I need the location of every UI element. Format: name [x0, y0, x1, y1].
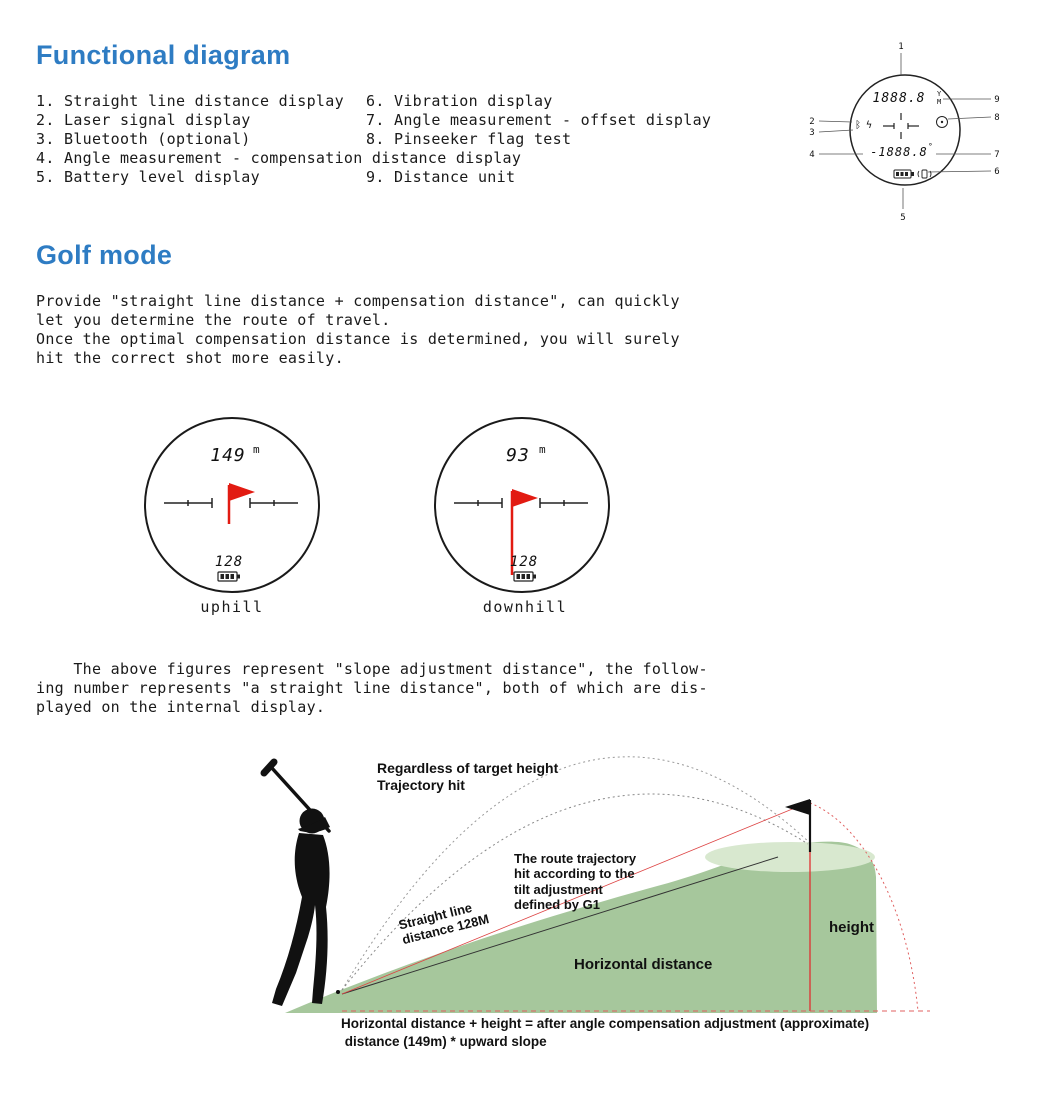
pinseeker-icon — [936, 116, 948, 128]
callout-numbers: 1 2 3 4 5 6 7 8 9 — [809, 42, 999, 223]
callout-2: 2 — [809, 117, 814, 127]
figures-note: The above figures represent "slope adjus… — [36, 660, 708, 716]
horizontal-distance-label: Horizontal distance — [574, 956, 713, 973]
scope-distance-value: 93 — [506, 445, 530, 466]
battery-icon — [893, 169, 914, 179]
flag-icon — [227, 483, 255, 524]
golf-intro-paragraph: Provide "straight line distance + compen… — [36, 292, 680, 367]
trajectory-arc-high — [341, 756, 811, 991]
feature-row: 5. Battery level display 9. Distance uni… — [36, 168, 711, 187]
callout-4: 4 — [809, 150, 814, 160]
unit-meter: M — [937, 98, 941, 106]
unit-yard: Y — [937, 90, 942, 98]
feature-item-9: 9. Distance unit — [366, 168, 516, 186]
target-flag-icon — [785, 799, 812, 852]
feature-item-5: 5. Battery level display — [36, 168, 260, 186]
scope-downhill: 93 m 128 — [434, 417, 610, 593]
feature-item-7: 7. Angle measurement - offset display — [366, 111, 712, 129]
hill — [285, 841, 877, 1013]
display-angle-value: -1888.8 — [870, 145, 928, 159]
feature-row: 2. Laser signal display 7. Angle measure… — [36, 111, 711, 130]
reticle — [164, 498, 298, 508]
golfer-silhouette — [260, 758, 340, 1006]
flag-icon — [510, 489, 538, 575]
callout-1: 1 — [898, 42, 903, 52]
feature-item-2: 2. Laser signal display — [36, 111, 251, 129]
battery-icon — [217, 571, 240, 582]
callout-7: 7 — [994, 150, 999, 160]
degree-mark: ° — [928, 142, 933, 151]
golf-mode-title: Golf mode — [36, 240, 173, 270]
scope-distance-value: 149 — [210, 445, 246, 466]
feature-item-8: 8. Pinseeker flag test — [366, 130, 572, 148]
illustration-caption: Horizontal distance + height = after ang… — [341, 1016, 870, 1050]
vibration-icon — [917, 169, 932, 179]
callout-9: 9 — [994, 95, 999, 105]
scope-straight-value: 128 — [510, 554, 538, 570]
feature-list: 1. Straight line distance display 6. Vib… — [36, 92, 711, 187]
callout-3: 3 — [809, 128, 814, 138]
feature-row: 4. Angle measurement - compensation dist… — [36, 149, 711, 168]
straight-distance-line — [341, 856, 779, 995]
golf-illustration — [260, 756, 930, 1013]
route-trajectory-label: The route trajectory hit according to th… — [514, 851, 637, 912]
bluetooth-icon: ᛒ — [855, 120, 861, 131]
feature-item-3: 3. Bluetooth (optional) — [36, 130, 251, 148]
reticle — [454, 498, 588, 508]
display-distance-value: 1888.8 — [873, 91, 926, 106]
callout-6: 6 — [994, 167, 999, 177]
callout-lines — [818, 53, 992, 209]
slope-distance-line — [341, 802, 808, 995]
feature-item-4: 4. Angle measurement - compensation dist… — [36, 149, 522, 167]
uphill-label: uphill — [200, 598, 264, 616]
callout-8: 8 — [994, 113, 999, 123]
feature-item-6: 6. Vibration display — [366, 92, 553, 110]
rangefinder-display-diagram: 1 2 3 4 5 6 7 8 9 1888.8 Y M ᛒ ϟ -1888.8… — [809, 42, 999, 223]
functional-diagram-title: Functional diagram — [36, 40, 291, 70]
feature-row: 1. Straight line distance display 6. Vib… — [36, 92, 711, 111]
trajectory-arc-g1 — [341, 793, 809, 991]
putting-green — [705, 842, 875, 872]
height-label: height — [829, 919, 874, 936]
feature-item-1: 1. Straight line distance display — [36, 92, 344, 110]
callout-5: 5 — [900, 213, 905, 223]
scope-straight-value: 128 — [215, 554, 243, 570]
scope-circle — [434, 417, 610, 593]
downhill-label: downhill — [482, 598, 568, 616]
reticle-icon — [883, 113, 919, 139]
laser-icon: ϟ — [866, 120, 872, 131]
regardless-label: Regardless of target height Trajectory h… — [377, 760, 559, 793]
scope-distance-unit: m — [253, 443, 260, 456]
scope-uphill: 149 m 128 — [144, 417, 320, 593]
battery-icon — [513, 571, 536, 582]
scope-distance-unit: m — [539, 443, 546, 456]
feature-row: 3. Bluetooth (optional) 8. Pinseeker fla… — [36, 130, 711, 149]
scope-circle — [144, 417, 320, 593]
descent-curve — [809, 802, 919, 1012]
